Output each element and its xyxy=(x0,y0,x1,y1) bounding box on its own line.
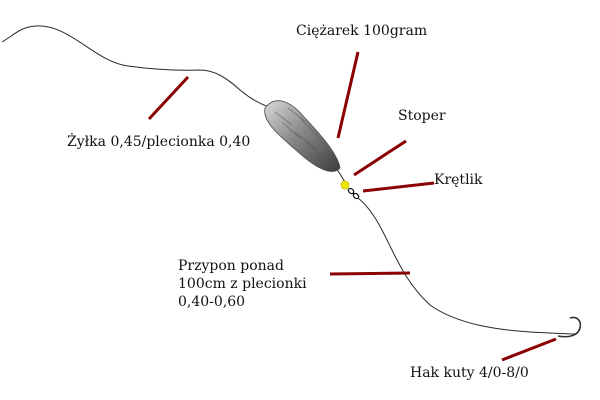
line-label: Żyłka 0,45/plecionka 0,40 xyxy=(67,134,251,150)
pointer-swivel xyxy=(362,181,435,193)
weight-label: Ciężarek 100gram xyxy=(296,23,428,39)
swivel-icon xyxy=(347,187,360,200)
swivel-label: Krętlik xyxy=(434,172,483,188)
leader-label-line3: 0,40-0,60 xyxy=(178,294,246,310)
leader-line xyxy=(357,197,576,335)
leader-label-line2: 100cm z plecionki xyxy=(178,276,307,292)
leader-label-line1: Przypon ponad xyxy=(178,258,284,274)
stopper-label: Stoper xyxy=(398,108,446,124)
leader-label: Przypon ponad 100cm z plecionki 0,40-0,6… xyxy=(178,257,338,311)
sinker-icon xyxy=(264,100,341,172)
pointer-stopper xyxy=(353,139,407,177)
pointer-hook xyxy=(501,337,557,362)
pointer-leader xyxy=(329,271,411,276)
sinker-texture xyxy=(274,107,329,163)
main-line xyxy=(1,25,273,109)
stopper-bead-icon xyxy=(340,180,350,190)
pointer-weight xyxy=(336,51,360,139)
pointer-line xyxy=(147,75,190,121)
hook-icon xyxy=(557,316,582,338)
hook-label: Hak kuty 4/0-8/0 xyxy=(410,365,529,381)
